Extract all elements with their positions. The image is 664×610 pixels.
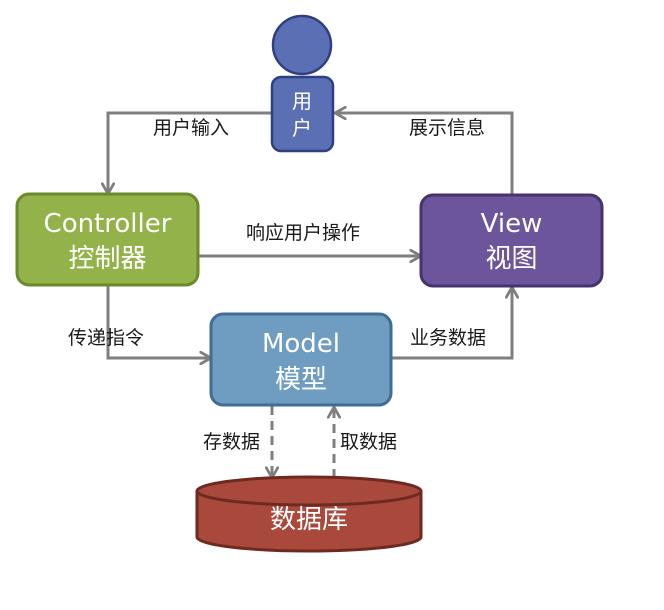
model-label-zh: 模型 xyxy=(275,365,327,395)
label-business-data: 业务数据 xyxy=(410,327,486,349)
controller-box xyxy=(15,192,200,287)
arrow-view-to-user xyxy=(335,113,514,195)
controller-node: Controller 控制器 xyxy=(15,192,200,287)
user-label-line2: 户 xyxy=(292,116,312,140)
view-label-en: View xyxy=(481,209,543,239)
database-cylinder-body xyxy=(195,491,423,553)
label-fetch-data: 取数据 xyxy=(340,431,397,453)
database-cylinder-top xyxy=(195,475,423,507)
user-label-line1: 用 xyxy=(292,89,312,113)
user-node: 用 户 xyxy=(270,14,335,153)
view-box xyxy=(419,193,604,288)
label-respond-user-action: 响应用户操作 xyxy=(246,222,360,244)
label-user-input: 用户输入 xyxy=(153,117,229,139)
controller-label-en: Controller xyxy=(44,209,172,239)
database-label: 数据库 xyxy=(270,505,348,535)
database-node: 数据库 xyxy=(195,475,423,553)
model-node: Model 模型 xyxy=(209,312,393,407)
arrow-controller-to-model xyxy=(106,285,211,358)
user-body xyxy=(270,75,335,153)
model-label-en: Model xyxy=(262,329,340,359)
label-pass-command: 传递指令 xyxy=(68,327,144,349)
view-node: View 视图 xyxy=(419,193,604,288)
controller-label-zh: 控制器 xyxy=(68,244,146,274)
arrow-model-to-view xyxy=(391,287,512,360)
view-label-zh: 视图 xyxy=(485,244,537,274)
user-head-icon xyxy=(271,14,333,76)
label-store-data: 存数据 xyxy=(203,431,260,453)
model-box xyxy=(209,312,393,407)
label-show-info: 展示信息 xyxy=(409,117,485,139)
arrow-user-to-controller xyxy=(108,111,272,194)
